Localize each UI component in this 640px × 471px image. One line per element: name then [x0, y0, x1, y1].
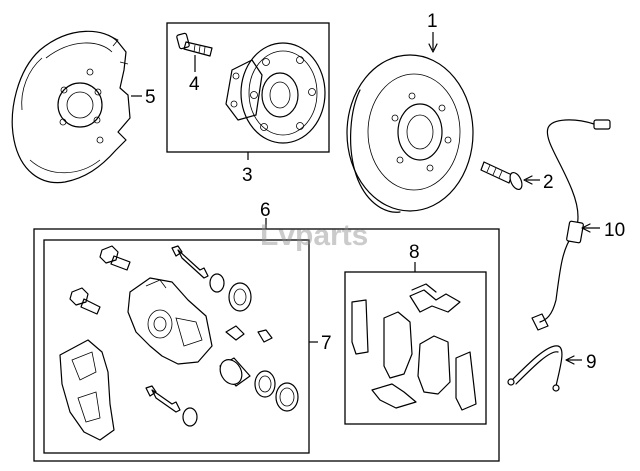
abs-sensor-part-10[interactable]: [531, 119, 611, 331]
watermark-text: Lvparts: [260, 219, 368, 252]
brake-pads-part-8[interactable]: [351, 283, 477, 411]
dust-shield-part-5[interactable]: [11, 30, 131, 184]
callout-8: 8: [409, 242, 420, 263]
leader-2-arrow: [523, 175, 533, 185]
callout-3: 3: [242, 165, 253, 186]
hub-bearing-part-3[interactable]: [225, 42, 326, 144]
leader-9-arrow: [565, 355, 575, 365]
callout-6: 6: [260, 200, 271, 221]
hub-bolt-part-4[interactable]: [176, 32, 213, 57]
watermark-logo: Lvparts: [260, 219, 368, 252]
leader-10-arrow: [581, 223, 591, 233]
callout-5: 5: [145, 87, 156, 108]
brake-hose-part-9[interactable]: [507, 345, 563, 392]
callout-7: 7: [321, 333, 332, 354]
callout-10: 10: [604, 220, 625, 241]
callout-4: 4: [189, 74, 200, 95]
caliper-box-7: [43, 239, 310, 454]
leader-1-arrow: [428, 43, 438, 53]
wheel-bolt-part-2[interactable]: [480, 161, 524, 191]
callout-2: 2: [543, 172, 554, 193]
brake-rotor-part-1[interactable]: [346, 54, 474, 213]
callout-9: 9: [586, 352, 597, 373]
callout-1: 1: [427, 11, 438, 32]
caliper-parts-group[interactable]: [59, 245, 299, 441]
